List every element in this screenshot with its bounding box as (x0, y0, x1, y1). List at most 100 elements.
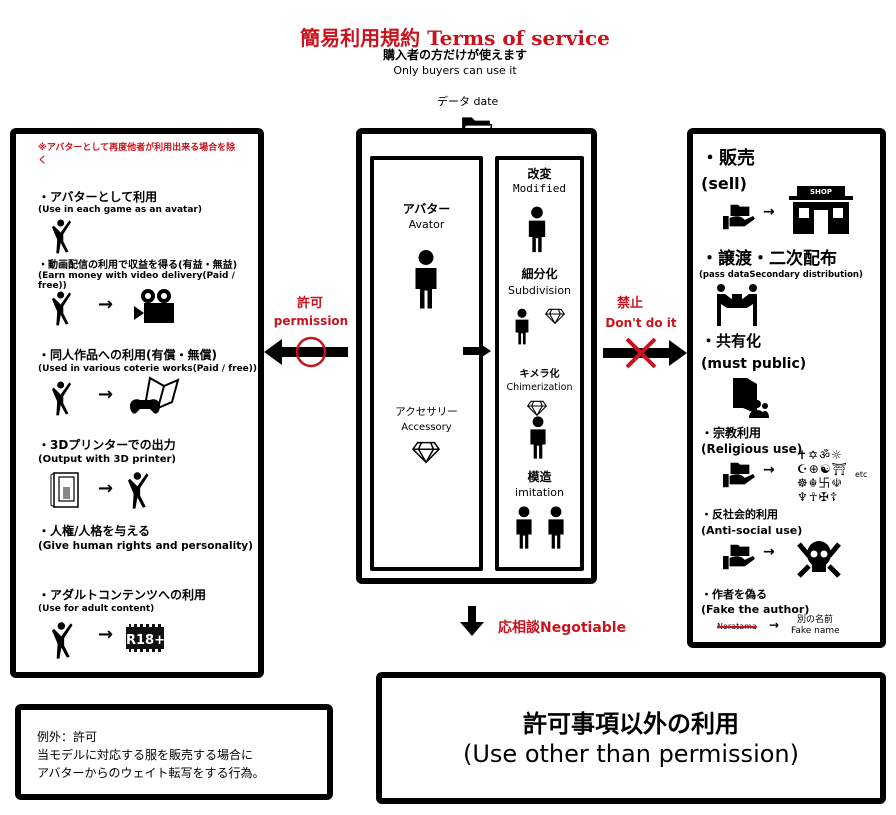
derived-data-box: 改変 Modified 細分化 Subdivision キメラ化 Chimeri… (495, 156, 584, 571)
avatar-label-ja: アバター (402, 202, 451, 216)
author-name: Noratama (717, 622, 757, 631)
person-chimera-icon (525, 416, 551, 460)
movie-camera-icon (134, 289, 174, 323)
exception-line: 当モデルに対応する服を販売する場合に (37, 748, 254, 762)
person-icon (511, 506, 537, 550)
book-gamepad-icon (130, 376, 180, 414)
item-en: (Anti-social use) (701, 524, 803, 537)
forbidden-label-ja: 禁止 (616, 296, 643, 311)
subdivision-label-ja: 細分化 (521, 267, 558, 281)
accessory-label-en: Accessory (401, 422, 452, 433)
hand-folder-icon (723, 460, 755, 490)
avatar-label-en: Avator (408, 218, 445, 231)
forbidden-box: ・販売 (sell) → SHOP ・譲渡・二次配布 (pass dataSec… (687, 128, 886, 648)
hand-folder-icon (723, 202, 755, 232)
person-icon (543, 506, 569, 550)
permission-label-en: permission (273, 314, 349, 328)
other-use-ja: 許可事項以外の利用 (523, 710, 739, 738)
item-en: (Religious use) (701, 442, 803, 456)
item-en: (Used in various coterie works(Paid / fr… (38, 364, 258, 374)
subtitle-ja: 購入者の方だけが使えます (382, 48, 527, 62)
permission-label-ja: 許可 (296, 296, 323, 311)
arrow-icon: → (763, 204, 775, 220)
arrow-icon: → (98, 624, 114, 645)
page-title: 簡易利用規約 Terms of service (300, 26, 610, 50)
modified-label-en: Modified (513, 182, 566, 195)
item-ja: ・3Dプリンターでの出力 (38, 438, 176, 452)
gem-icon (545, 308, 565, 324)
subdivision-label-en: Subdivision (507, 284, 572, 297)
item-ja: ・動画配信の利用で収益を得る(有益・無益) (38, 260, 238, 271)
arrow-icon: → (98, 384, 114, 405)
person-icon (52, 218, 78, 254)
gem-icon (527, 400, 547, 416)
other-use-en: (Use other than permission) (463, 740, 799, 768)
person-icon (52, 290, 78, 326)
person-icon (408, 250, 444, 310)
religious-symbols-icon: ✝✡ॐ☼☪⊕☯⛩☸☬卐☫♆☥✠☦ (797, 448, 848, 504)
item-en: (Use in each game as an avatar) (38, 205, 202, 215)
person-icon (52, 380, 78, 416)
modified-label-ja: 改変 (527, 167, 552, 181)
item-ja: ・宗教利用 (701, 426, 762, 440)
item-en: (sell) (701, 174, 747, 193)
item-ja: ・人権/人格を与える (38, 524, 151, 538)
item-en: (Earn money with video delivery(Paid / f… (38, 271, 235, 291)
person-icon (52, 620, 80, 660)
exception-text: 例外：許可 当モデルに対応する服を販売する場合に アバターからのウェイト転写をす… (37, 728, 265, 782)
arrow-icon: → (763, 462, 775, 478)
data-label: データ date (437, 95, 499, 108)
right-arrow-forbid-icon (603, 337, 687, 369)
left-arrow-permit-icon (264, 336, 348, 368)
shared-folder-icon (733, 378, 769, 418)
item-ja: ・反社会的利用 (701, 508, 778, 521)
shop-icon: SHOP (789, 186, 853, 234)
imitation-label-en: imitation (515, 486, 564, 499)
arrow-icon: → (769, 618, 780, 632)
negotiable-label: 応相談Negotiable (498, 620, 627, 636)
person-tool-icon (523, 202, 551, 258)
item-en: (pass dataSecondary distribution) (699, 270, 863, 280)
item-ja: ・アバターとして利用 (38, 190, 158, 204)
item-en: (Give human rights and personality) (38, 540, 253, 552)
person-icon (128, 470, 156, 510)
person-parts-icon (511, 308, 533, 346)
down-arrow-icon (460, 606, 484, 636)
accessory-label-ja: アクセサリー (395, 406, 458, 418)
exception-line: 例外：許可 (37, 730, 98, 744)
permitted-box: ※アバターとして再度他者が利用出来る場合を除く ・アバターとして利用 (Use … (10, 128, 264, 678)
gem-icon (412, 440, 440, 464)
item-en: (Output with 3D printer) (38, 454, 176, 465)
fake-name-ja: 別の名前 (797, 615, 834, 625)
item-ja: ・作者を偽る (701, 588, 767, 601)
item-ja: ・アダルトコンテンツへの利用 (38, 588, 207, 602)
etc-label: etc (855, 470, 868, 479)
original-data-box: アバター Avator アクセサリー Accessory (370, 156, 483, 571)
r18-icon: R18+ (126, 624, 165, 652)
arrow-icon: → (98, 478, 114, 499)
hand-folder-icon (723, 542, 755, 572)
subtitle-en: Only buyers can use it (393, 64, 517, 77)
item-ja: ・譲渡・二次配布 (701, 249, 837, 269)
item-ja: ・販売 (701, 148, 755, 169)
right-arrow-icon (463, 343, 491, 359)
3d-printer-icon (50, 472, 79, 508)
exception-box: 例外：許可 当モデルに対応する服を販売する場合に アバターからのウェイト転写をす… (15, 704, 333, 800)
item-ja: ・同人作品への利用(有償・無償) (38, 348, 217, 362)
chimerization-label-en: Chimerization (506, 382, 573, 393)
handover-icon (717, 284, 757, 326)
exception-line: アバターからのウェイト転写をする行為。 (37, 766, 265, 780)
item-en: (Use for adult content) (38, 604, 155, 614)
arrow-icon: → (98, 294, 114, 315)
other-use-box: 許可事項以外の利用 (Use other than permission) (376, 672, 886, 804)
permitted-note: ※アバターとして再度他者が利用出来る場合を除く (38, 143, 236, 166)
fake-name-en: Fake name (791, 626, 840, 636)
item-en: (Fake the author) (701, 603, 810, 616)
item-ja: ・共有化 (701, 332, 762, 350)
arrow-icon: → (763, 544, 775, 560)
forbidden-label-en: Don't do it (605, 316, 677, 330)
shop-sign: SHOP (810, 188, 832, 196)
skull-icon (797, 541, 841, 578)
chimerization-label-ja: キメラ化 (519, 369, 560, 380)
imitation-label-ja: 模造 (527, 470, 552, 484)
